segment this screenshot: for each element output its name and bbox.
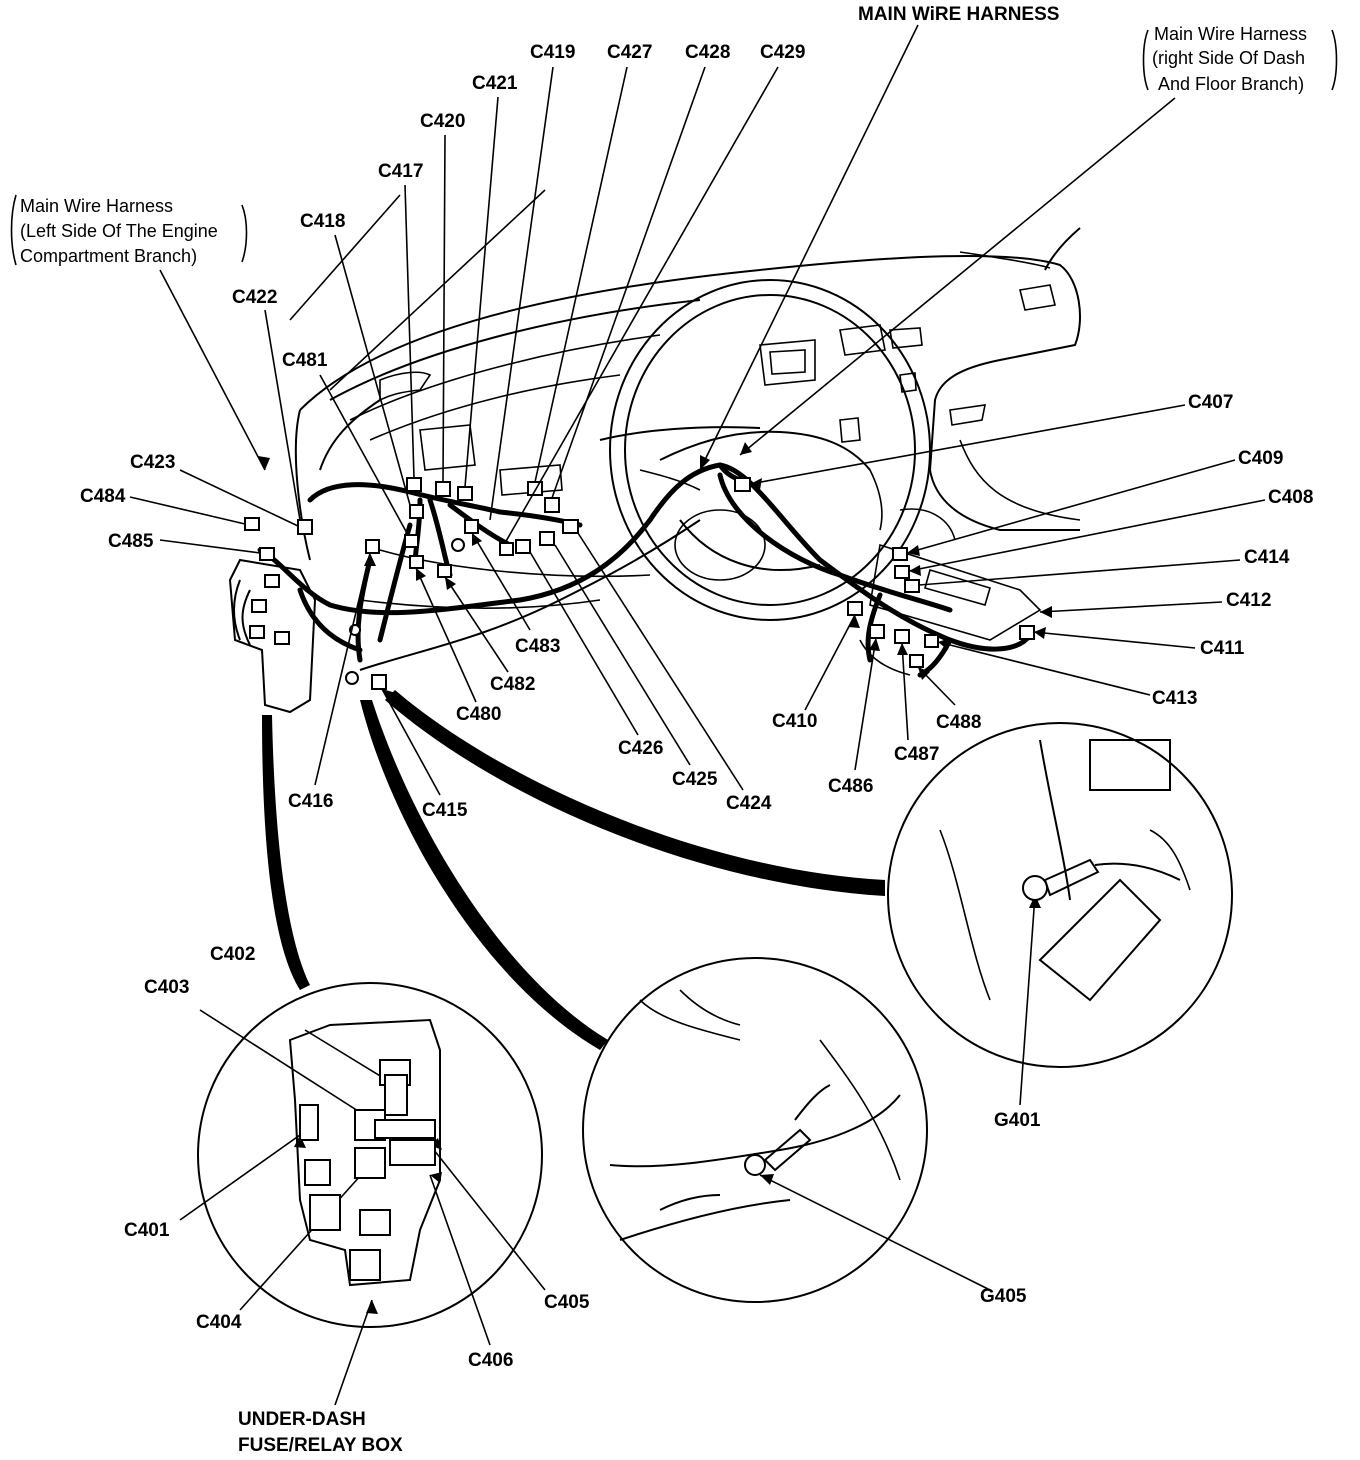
steering-wheel-illustration (609, 279, 931, 621)
label-c487: C487 (894, 744, 939, 765)
connector-c426 (515, 539, 531, 554)
label-c413: C413 (1152, 688, 1197, 709)
connector-c420 (435, 481, 451, 497)
label-c424: C424 (726, 793, 772, 814)
main-harness-label: MAIN WiRE HARNESS (858, 4, 1059, 25)
label-c483: C483 (515, 636, 560, 657)
connector-c427 (544, 497, 560, 513)
right-branch-note-line2: (right Side Of Dash (1152, 48, 1305, 68)
label-c418: C418 (300, 211, 345, 232)
label-c409: C409 (1238, 448, 1283, 469)
connector-c482 (437, 564, 452, 578)
connector-c484 (244, 517, 260, 531)
connector-cluster-1 (264, 574, 280, 588)
connector-c481 (404, 534, 419, 548)
connector-cluster-4 (274, 631, 290, 645)
label-c404: C404 (196, 1312, 242, 1333)
label-c406: C406 (468, 1350, 513, 1371)
label-c407: C407 (1188, 392, 1233, 413)
label-c417: C417 (378, 161, 423, 182)
label-c421: C421 (472, 73, 518, 94)
connector-cluster-3 (249, 625, 265, 639)
connector-c414 (904, 579, 920, 593)
left-branch-note-line1: Main Wire Harness (20, 196, 173, 216)
label-c484: C484 (80, 486, 126, 507)
label-g405: G405 (980, 1286, 1027, 1307)
connector-c421 (457, 486, 473, 501)
connector-c410 (847, 601, 863, 616)
fuse-box-label-line1: UNDER-DASH (238, 1409, 366, 1430)
connector-c487 (894, 629, 910, 644)
label-c412: C412 (1226, 590, 1271, 611)
connector-c488 (909, 654, 924, 668)
ground-point-1 (345, 671, 359, 685)
g405-detail (582, 957, 928, 1303)
label-c416: C416 (288, 791, 333, 812)
g401-detail (887, 722, 1233, 1068)
left-branch-note-line2: (Left Side Of The Engine (20, 221, 218, 241)
label-c415: C415 (422, 800, 468, 821)
label-c482: C482 (490, 674, 535, 695)
label-c485: C485 (108, 531, 154, 552)
left-branch-note-line3: Compartment Branch) (20, 246, 197, 266)
label-c401: C401 (124, 1220, 170, 1241)
connector-cluster-2 (251, 599, 267, 613)
label-c428: C428 (685, 42, 730, 63)
connector-c423 (297, 519, 313, 535)
label-c426: C426 (618, 738, 663, 759)
label-c481: C481 (282, 350, 328, 371)
connector-c413 (924, 634, 939, 648)
connector-c486 (869, 624, 885, 639)
label-c420: C420 (420, 111, 465, 132)
label-c414: C414 (1244, 547, 1290, 568)
connector-labels: C419 C427 C428 C429 C421 C420 C417 C418 … (80, 42, 1313, 1371)
connector-c425 (539, 531, 555, 546)
label-c425: C425 (672, 769, 718, 790)
connector-c483 (464, 519, 479, 534)
connector-c424 (562, 519, 579, 534)
connector-c416 (365, 539, 380, 554)
connector-c415 (371, 674, 387, 690)
right-branch-note-line3: And Floor Branch) (1158, 74, 1304, 94)
right-branch-note-line1: Main Wire Harness (1154, 24, 1307, 44)
dashboard-illustration (294, 227, 1081, 676)
label-c423: C423 (130, 452, 175, 473)
arrowheads (258, 442, 1052, 1314)
connector-c418 (409, 504, 424, 519)
label-c422: C422 (232, 287, 277, 308)
left-fuse-cluster (228, 558, 317, 714)
label-c486: C486 (828, 776, 873, 797)
connector-round-1 (451, 538, 465, 552)
label-c410: C410 (772, 711, 817, 732)
label-c405: C405 (544, 1292, 590, 1313)
connector-c408 (894, 565, 910, 579)
detail-callout-swoops (262, 690, 885, 1050)
fuse-box-detail (197, 982, 543, 1328)
connector-c419 (527, 481, 543, 496)
connector-c409 (892, 547, 908, 561)
connector-c428 (499, 542, 514, 556)
label-g401: G401 (994, 1110, 1041, 1131)
label-c408: C408 (1268, 487, 1313, 508)
label-c411: C411 (1200, 638, 1245, 659)
connector-symbols (244, 477, 1035, 690)
fuse-box-label-line2: FUSE/RELAY BOX (238, 1435, 403, 1456)
label-c429: C429 (760, 42, 805, 63)
connector-c485 (259, 547, 275, 561)
label-c403: C403 (144, 977, 189, 998)
label-c402: C402 (210, 944, 255, 965)
label-c488: C488 (936, 712, 981, 733)
connector-c480 (409, 555, 424, 569)
leader-lines (129, 24, 1266, 1406)
label-c419: C419 (530, 42, 575, 63)
connector-c407 (734, 477, 751, 492)
connector-c417 (406, 477, 422, 492)
label-c480: C480 (456, 704, 501, 725)
label-c427: C427 (607, 42, 652, 63)
connector-c411 (1019, 625, 1035, 640)
diagram-notes: MAIN WiRE HARNESS Main Wire Harness (rig… (10, 4, 1338, 1456)
